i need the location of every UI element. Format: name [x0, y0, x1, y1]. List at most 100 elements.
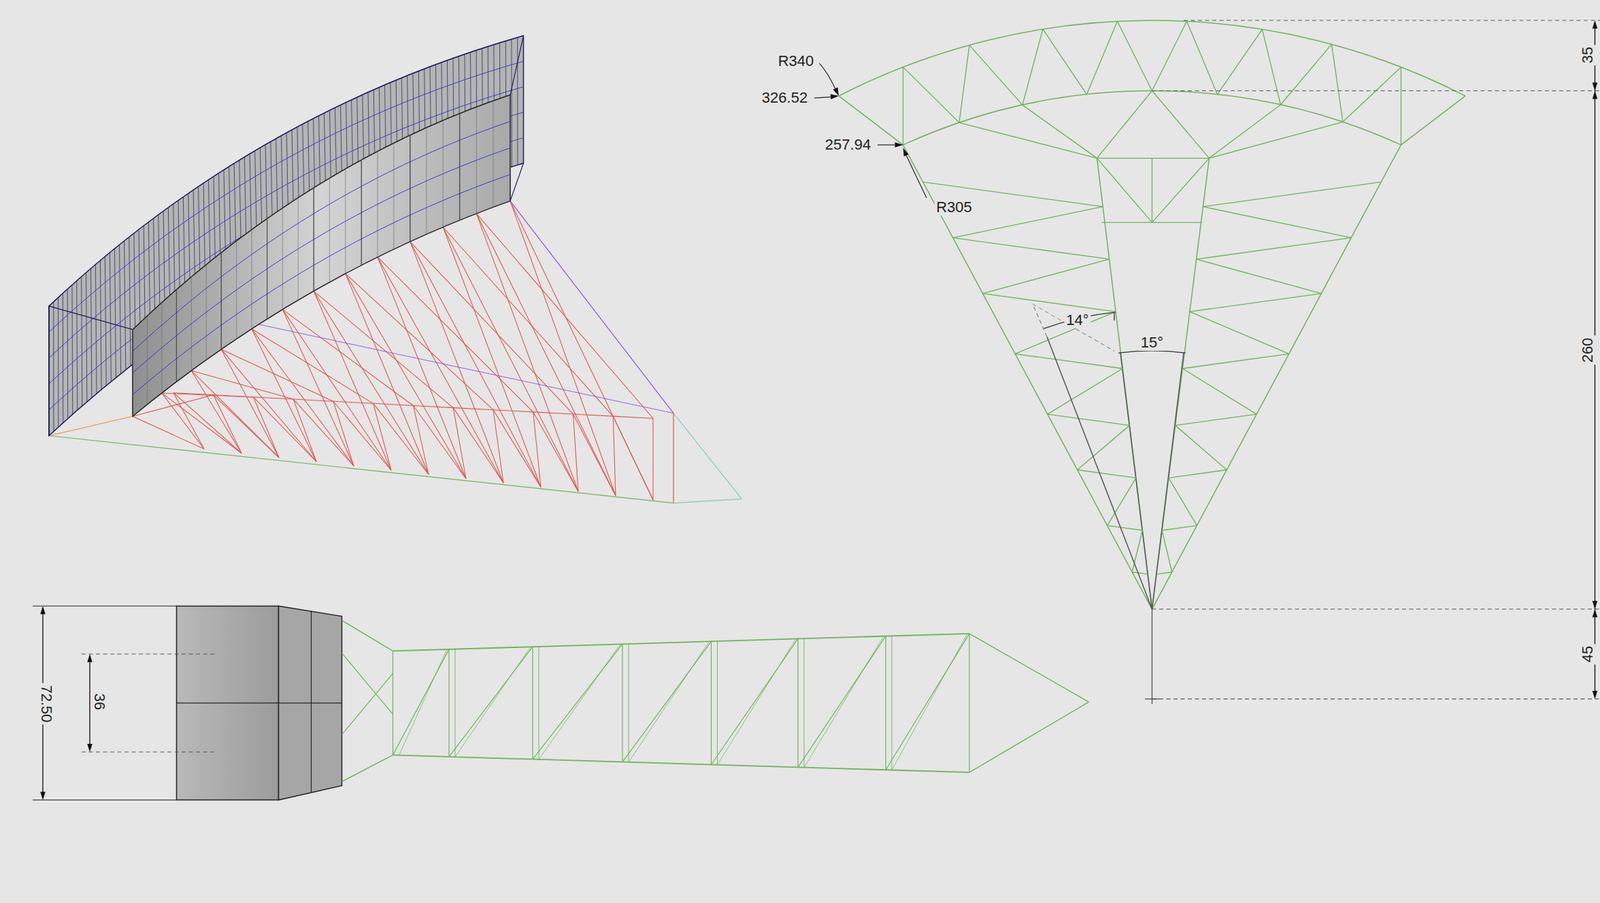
drawing-line	[1152, 698, 1600, 700]
leader-line	[814, 97, 831, 99]
arrow-head	[895, 142, 904, 148]
drawing-line	[533, 412, 579, 492]
drawing-line	[191, 370, 279, 458]
drawing-line	[1209, 121, 1344, 158]
drawing-line	[1152, 21, 1188, 91]
drawing-line	[342, 673, 394, 735]
drawing-line	[1156, 572, 1173, 575]
dimension-label: R305	[934, 198, 975, 215]
angle-marks	[1032, 304, 1186, 610]
drawing-line	[797, 638, 798, 768]
drawing-line	[342, 620, 394, 652]
drawing-line	[191, 370, 294, 400]
wall-hatch	[76, 280, 78, 411]
arrow-head	[40, 791, 46, 800]
drawing-line	[476, 213, 654, 419]
drawing-line	[32, 606, 177, 607]
drawing-line	[510, 201, 674, 414]
drawing-line	[1107, 525, 1143, 531]
drawing-line	[213, 395, 254, 398]
drawing-line	[251, 329, 374, 405]
drawing-line	[132, 416, 205, 449]
drawing-line	[453, 408, 466, 479]
drawing-line	[176, 702, 343, 704]
drawing-line	[377, 257, 534, 413]
drawing-line	[410, 241, 504, 483]
drawing-line	[392, 651, 394, 756]
drawing-line	[410, 241, 541, 488]
drawing-line	[333, 401, 354, 466]
drawing-line	[797, 636, 886, 769]
wall-hatch	[119, 244, 122, 375]
drawing-line	[399, 649, 448, 756]
wall-hatch	[57, 297, 59, 428]
drawing-line	[455, 649, 456, 758]
wall-hatch	[91, 268, 92, 398]
wall-hatch	[100, 260, 102, 390]
drawing-line	[442, 227, 579, 492]
drawing-path	[903, 91, 1402, 146]
drawing-line	[253, 397, 280, 458]
drawing-path	[1044, 312, 1116, 329]
dimension-label: 35	[1579, 44, 1596, 66]
drawing-line	[622, 641, 712, 762]
drawing-line	[510, 163, 524, 202]
drawing-line	[1182, 353, 1289, 369]
wall-hatch	[129, 237, 131, 367]
drawing-line	[1152, 144, 1402, 610]
drawing-line	[510, 201, 654, 501]
drawing-line	[538, 644, 621, 760]
drawing-line	[32, 800, 177, 801]
drawing-line	[1097, 158, 1153, 224]
drawing-line	[902, 67, 904, 145]
drawing-line	[510, 201, 616, 496]
arrow-head	[40, 606, 46, 615]
drawing-line	[1161, 525, 1197, 531]
drawing-line	[493, 410, 504, 484]
drawing-line	[377, 257, 466, 479]
leader-line	[906, 155, 927, 198]
drawing-line	[621, 644, 623, 762]
drawing-line	[413, 405, 454, 408]
drawing-line	[628, 644, 630, 763]
drawing-line	[538, 646, 540, 760]
wall-hatch	[81, 276, 83, 407]
drawing-line	[1196, 259, 1322, 294]
drawing-line	[1152, 158, 1210, 224]
drawing-line	[891, 636, 893, 771]
drawing-line	[282, 309, 392, 471]
wall-hatch	[86, 272, 88, 403]
drawing-line	[493, 410, 534, 413]
wall-hatch	[124, 240, 126, 371]
inner-face	[132, 95, 511, 418]
drawing-line	[1077, 425, 1130, 471]
drawing-line	[81, 751, 215, 753]
drawing-line	[1120, 353, 1153, 610]
drawing-line	[1097, 158, 1153, 610]
drawing-line	[1189, 311, 1290, 354]
drawing-line	[1022, 29, 1043, 106]
arrow-head	[1592, 601, 1598, 610]
drawing-line	[510, 36, 524, 96]
arrow-head	[1592, 20, 1598, 29]
drawing-line	[1182, 368, 1257, 415]
drawing-line	[1152, 91, 1210, 159]
drawing-line	[673, 413, 743, 500]
arrow-head	[1592, 609, 1598, 618]
wall-hatch	[114, 248, 116, 379]
drawing-line	[476, 213, 579, 492]
wall-hatch	[517, 37, 518, 166]
drawing-line	[1196, 238, 1352, 260]
drawing-line	[476, 213, 616, 496]
dimension-label: 260	[1579, 335, 1596, 365]
drawing-line	[717, 641, 718, 766]
drawing-line	[221, 349, 334, 403]
drawing-line	[1097, 157, 1210, 159]
leader-line	[819, 63, 838, 92]
drawing-line	[1077, 470, 1137, 479]
dimension-label: R340	[776, 53, 817, 70]
drawing-line	[1400, 67, 1402, 145]
dimension-label: 257.94	[823, 136, 873, 154]
